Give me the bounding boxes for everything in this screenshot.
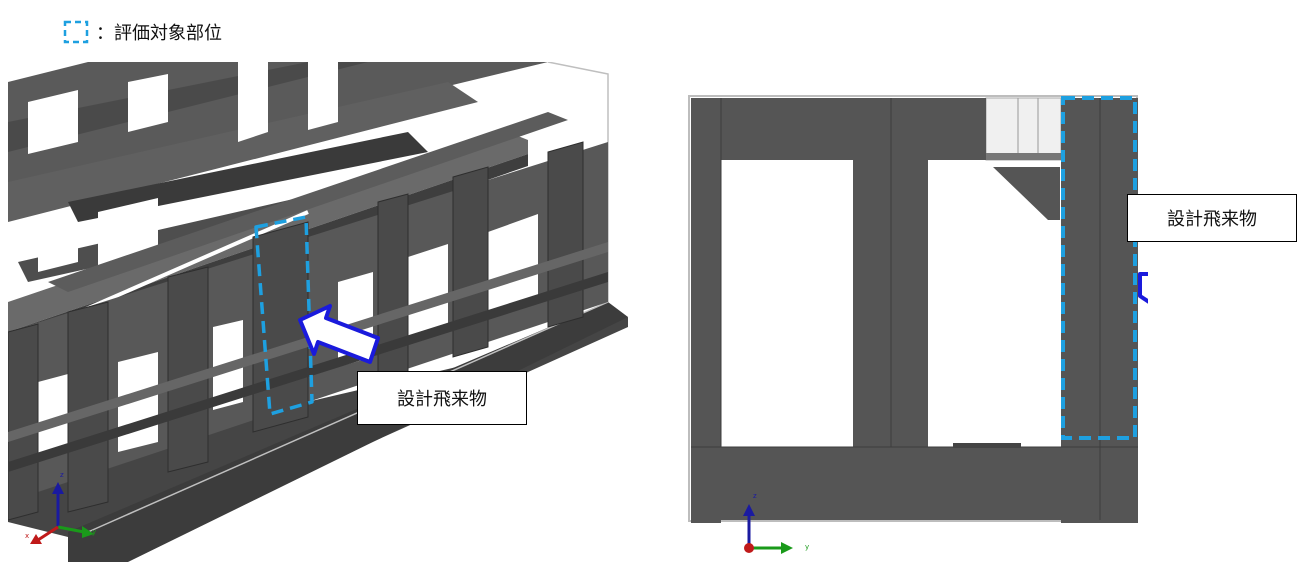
left-isometric-view <box>8 62 628 562</box>
right-axis-y-label: y <box>805 543 810 551</box>
left-callout-label: 設計飛来物 <box>397 389 487 410</box>
left-axis-triad <box>30 482 94 544</box>
left-axis-z-label: z <box>60 471 64 479</box>
left-callout-design-projectile: 設計飛来物 <box>357 371 527 425</box>
right-axis-triad <box>743 504 793 554</box>
legend: ：評価対象部位 <box>62 18 222 46</box>
right-axis-z-label: z <box>753 492 757 500</box>
right-elevation-view <box>688 95 1148 523</box>
left-axis-y-label: y <box>92 528 97 536</box>
legend-label: ：評価対象部位 <box>96 23 222 44</box>
left-axis-x-label: x <box>25 532 30 540</box>
right-callout-label: 設計飛来物 <box>1167 209 1257 230</box>
legend-dashed-box-icon <box>63 20 89 44</box>
right-callout-design-projectile: 設計飛来物 <box>1127 194 1297 242</box>
